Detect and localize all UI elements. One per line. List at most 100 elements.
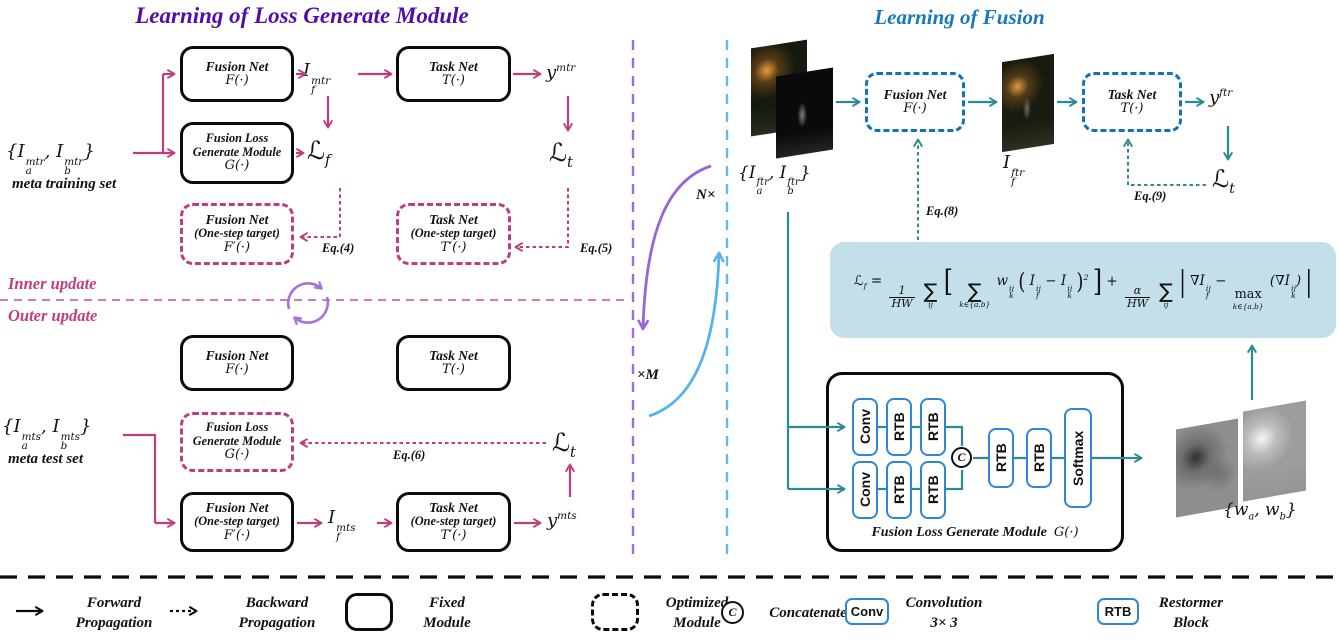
eq5-label: Eq.(5) bbox=[580, 241, 613, 255]
task-net-onestep-symbol: T′(·) bbox=[440, 528, 467, 544]
fusion-net-symbol: F(·) bbox=[225, 73, 249, 89]
task-output-ftr-symbol: yftr bbox=[1209, 87, 1233, 108]
rtb-block: RTB bbox=[988, 428, 1014, 488]
legend-concatenate-label: Concatenate bbox=[769, 605, 847, 621]
fusion-net-label: Fusion Net bbox=[205, 348, 269, 364]
input-image-b bbox=[776, 67, 833, 159]
weight-map-b bbox=[1243, 400, 1306, 502]
rtb-block: RTB bbox=[886, 398, 912, 456]
fusion-net-label: Fusion Net bbox=[883, 87, 947, 103]
right-section-title: Learning of Fusion bbox=[874, 5, 1045, 29]
fusion-net-onestep-label: Fusion Net bbox=[205, 212, 269, 228]
flgm-label-1: Fusion Loss bbox=[205, 419, 269, 434]
fusion-net-onestep-symbol: F′(·) bbox=[223, 528, 251, 544]
fusion-net-box-outer: Fusion Net F(·) bbox=[180, 335, 294, 391]
legend-rtb-icon: RTB bbox=[1097, 598, 1139, 625]
concat-icon: C bbox=[951, 447, 972, 468]
task-net-dashed-box: Task Net T(·) bbox=[1082, 72, 1182, 132]
softmax-block: Softmax bbox=[1064, 408, 1092, 508]
m-times-label: ×M bbox=[637, 367, 659, 383]
sum-3: ∑ij bbox=[1159, 279, 1173, 310]
eq6-label: Eq.(6) bbox=[393, 448, 426, 462]
fusion-net-symbol: F(·) bbox=[225, 362, 249, 378]
meta-test-set-caption: meta test set bbox=[8, 451, 83, 467]
fusion-net-dashed-box: Fusion Net F(·) bbox=[865, 72, 965, 132]
task-net-label: Task Net bbox=[429, 348, 478, 364]
fused-image bbox=[1002, 53, 1054, 153]
task-net-onestep-sub: (One-step target) bbox=[410, 514, 497, 529]
n-times-label: N× bbox=[696, 187, 716, 203]
eq8-label: Eq.(8) bbox=[926, 204, 959, 218]
conv-block: Conv bbox=[852, 398, 878, 456]
fusion-net-onestep-sub: (One-step target) bbox=[194, 514, 280, 529]
meta-training-set-caption: meta training set bbox=[12, 176, 117, 192]
flgm-label-2: Generate Module bbox=[192, 433, 282, 448]
fusion-net-box: Fusion Net F(·) bbox=[180, 46, 294, 102]
rtb-block: RTB bbox=[1026, 428, 1052, 488]
recycle-icon bbox=[286, 281, 330, 325]
task-net-onestep-sub: (One-step target) bbox=[410, 226, 497, 241]
conv-block: Conv bbox=[852, 461, 878, 519]
task-net-symbol: T(·) bbox=[442, 73, 465, 89]
task-net-symbol: T(·) bbox=[1120, 101, 1144, 117]
fusion-loss-symbol: ℒf bbox=[307, 136, 331, 169]
task-loss-symbol: ℒt bbox=[549, 138, 573, 171]
task-net-onestep-solid-box: Task Net (One-step target) T′(·) bbox=[396, 492, 511, 552]
task-net-box-outer: Task Net T(·) bbox=[396, 335, 511, 391]
task-net-onestep-symbol: T′(·) bbox=[440, 240, 467, 256]
weight-maps-symbol: {wa, wb} bbox=[1223, 500, 1297, 523]
fusion-net-onestep-label: Fusion Net bbox=[205, 500, 269, 516]
flgm-label-2: Generate Module bbox=[192, 144, 282, 159]
task-net-symbol: T(·) bbox=[442, 362, 465, 378]
task-loss-ftr-symbol: ℒt bbox=[1212, 165, 1235, 197]
sum-2: ∑k∈{a,b} bbox=[959, 279, 991, 310]
flgm-symbol: G(·) bbox=[224, 158, 250, 174]
eq9-label: Eq.(9) bbox=[1134, 189, 1167, 203]
legend-concat-icon: C bbox=[721, 601, 744, 624]
task-output-mts-symbol: ymts bbox=[547, 510, 577, 531]
legend-conv-icon: Conv bbox=[845, 598, 889, 625]
flgm-label-1: Fusion Loss bbox=[205, 130, 269, 145]
task-net-label: Task Net bbox=[1107, 87, 1157, 103]
task-net-onestep-label: Task Net bbox=[429, 500, 478, 516]
fusion-net-symbol: F(·) bbox=[903, 101, 927, 117]
legend-optimized-module-icon bbox=[591, 593, 639, 631]
task-loss-symbol-outer: ℒt bbox=[552, 428, 576, 461]
fusion-net-onestep-solid-box: Fusion Net (One-step target) F′(·) bbox=[180, 492, 294, 552]
task-output-mtr-symbol: ymtr bbox=[546, 62, 576, 83]
task-net-box: Task Net T(·) bbox=[396, 46, 511, 102]
legend-fixed-module-icon bbox=[345, 593, 393, 631]
flgm-symbol: G(·) bbox=[224, 447, 250, 463]
loss-generate-module-box: Fusion Loss Generate Module G(·) bbox=[180, 122, 294, 184]
sum-1: ∑ij bbox=[923, 279, 938, 310]
rtb-block: RTB bbox=[886, 461, 912, 519]
eq4-label: Eq.(4) bbox=[322, 241, 355, 255]
fusion-net-onestep-symbol: F′(·) bbox=[223, 240, 251, 256]
inner-update-label: Inner update bbox=[8, 274, 97, 293]
fusion-net-onestep-dashed-box: Fusion Net (One-step target) F′(·) bbox=[180, 203, 294, 265]
task-net-onestep-dashed-box: Task Net (One-step target) T′(·) bbox=[396, 203, 511, 265]
fusion-net-onestep-sub: (One-step target) bbox=[194, 226, 280, 241]
rtb-block: RTB bbox=[920, 461, 946, 519]
outer-update-label: Outer update bbox=[8, 306, 98, 325]
task-net-label: Task Net bbox=[429, 59, 478, 75]
fusion-net-label: Fusion Net bbox=[205, 59, 269, 75]
rtb-block: RTB bbox=[920, 398, 946, 456]
